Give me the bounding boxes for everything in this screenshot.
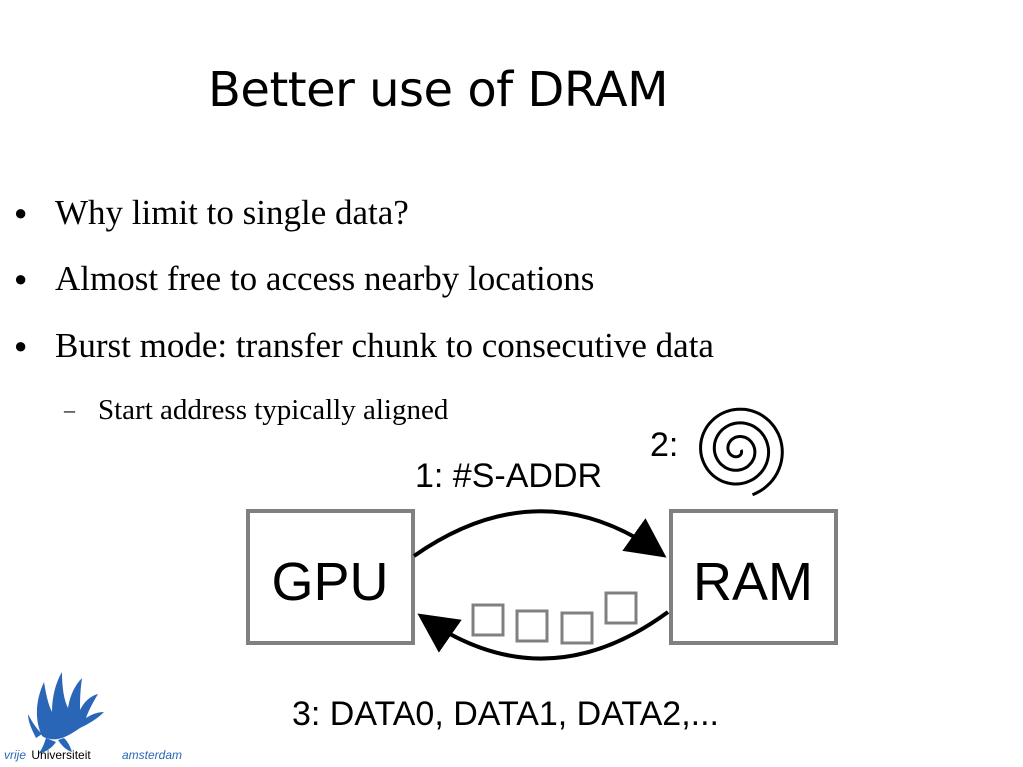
- request-arrow: [412, 509, 667, 558]
- data-return-arrow: [417, 610, 670, 661]
- bullet-text: Burst mode: transfer chunk to consecutiv…: [55, 326, 714, 365]
- spiral-icon: [699, 407, 784, 497]
- griffin-logo-icon: [28, 672, 104, 754]
- bullet-text: Almost free to access nearby locations: [55, 259, 595, 298]
- bullet-marker: ●: [14, 200, 28, 225]
- ram-label: RAM: [693, 552, 813, 612]
- data-chunk-square: [604, 591, 638, 625]
- bullet-text: Why limit to single data?: [55, 193, 409, 232]
- logo-word-amsterdam: amsterdam: [122, 748, 183, 762]
- step3-label: 3: DATA0, DATA1, DATA2,...: [292, 695, 719, 733]
- data-chunk-square: [471, 603, 505, 637]
- logo-word-vrije: vrije: [4, 748, 27, 762]
- bullet-list: ● Why limit to single data? ● Almost fre…: [14, 193, 714, 426]
- ram-box: [669, 509, 838, 645]
- slide-title: Better use of DRAM: [208, 62, 668, 118]
- data-chunk-square: [515, 609, 549, 643]
- gpu-box: [246, 509, 415, 645]
- step1-label: 1: #S-ADDR: [415, 457, 602, 495]
- data-chunk-square: [560, 611, 594, 645]
- sub-bullet-text: Start address typically aligned: [98, 394, 449, 426]
- university-logo-text: vrije Universiteit amsterdam: [4, 748, 182, 762]
- step2-label: 2:: [650, 426, 678, 464]
- bullet-marker: ●: [14, 333, 28, 358]
- logo-word-universiteit: Universiteit: [31, 748, 91, 762]
- bullet-marker: ●: [14, 266, 28, 291]
- gpu-label: GPU: [271, 552, 388, 612]
- sub-bullet-marker: –: [64, 397, 75, 422]
